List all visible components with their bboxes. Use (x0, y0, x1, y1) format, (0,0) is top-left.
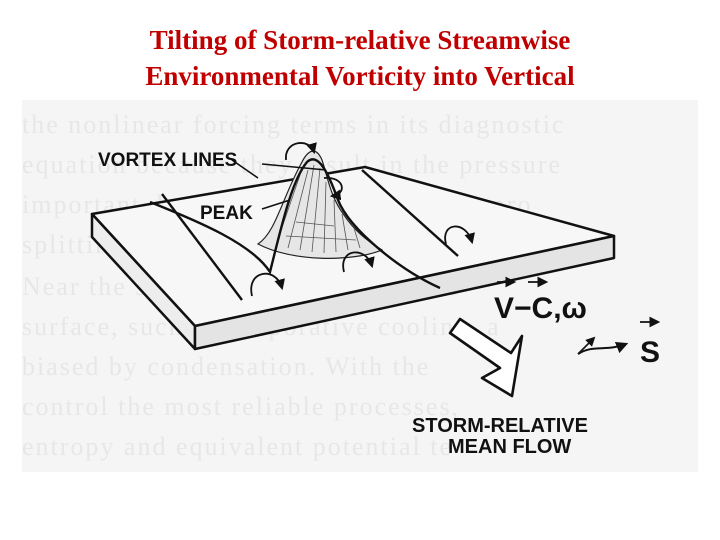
peak-label: PEAK (200, 203, 253, 224)
slide-title: Tilting of Storm-relative Streamwise Env… (0, 22, 720, 94)
rotation-arrow-icon (323, 177, 343, 201)
title-line-1: Tilting of Storm-relative Streamwise (149, 25, 571, 55)
title-line-2: Environmental Vorticity into Vertical (145, 61, 575, 91)
vortex-line-lifted (149, 158, 441, 290)
mean-flow-arrow-icon (448, 317, 524, 398)
vortex-line-right (361, 169, 459, 257)
rotation-arrow-icon (342, 251, 375, 273)
background-text-line: the nonlinear forcing terms in its diagn… (22, 110, 566, 139)
rotation-arrow-icon (250, 272, 285, 297)
shear-vector-arrow-icon (577, 336, 596, 355)
rotation-arrow-icon (444, 225, 475, 245)
mean-flow-label-line-2: MEAN FLOW (448, 436, 571, 458)
background-text-line: control the most reliable processes, (22, 392, 461, 421)
vortex-lines-leader (261, 163, 327, 171)
background-text-line: biased by condensation. With the (22, 352, 431, 381)
vortex-lines-leader (231, 159, 259, 179)
background-text-line: equation because they result in the pres… (22, 150, 562, 179)
vortex-lines-label: VORTEX LINES (98, 150, 237, 171)
rotation-arrow-icon (285, 142, 317, 161)
shear-vector-label: S (640, 336, 660, 369)
background-text-line: entropy and equivalent potential te (22, 432, 453, 461)
velocity-vorticity-label: V−C,ω (494, 292, 587, 325)
peak-leader (261, 199, 291, 210)
shear-vector-arrow-icon (577, 341, 629, 355)
vortex-line-left (161, 193, 243, 301)
surface-slab-side (193, 234, 616, 351)
mean-flow-label-line-1: STORM-RELATIVE (412, 415, 588, 437)
